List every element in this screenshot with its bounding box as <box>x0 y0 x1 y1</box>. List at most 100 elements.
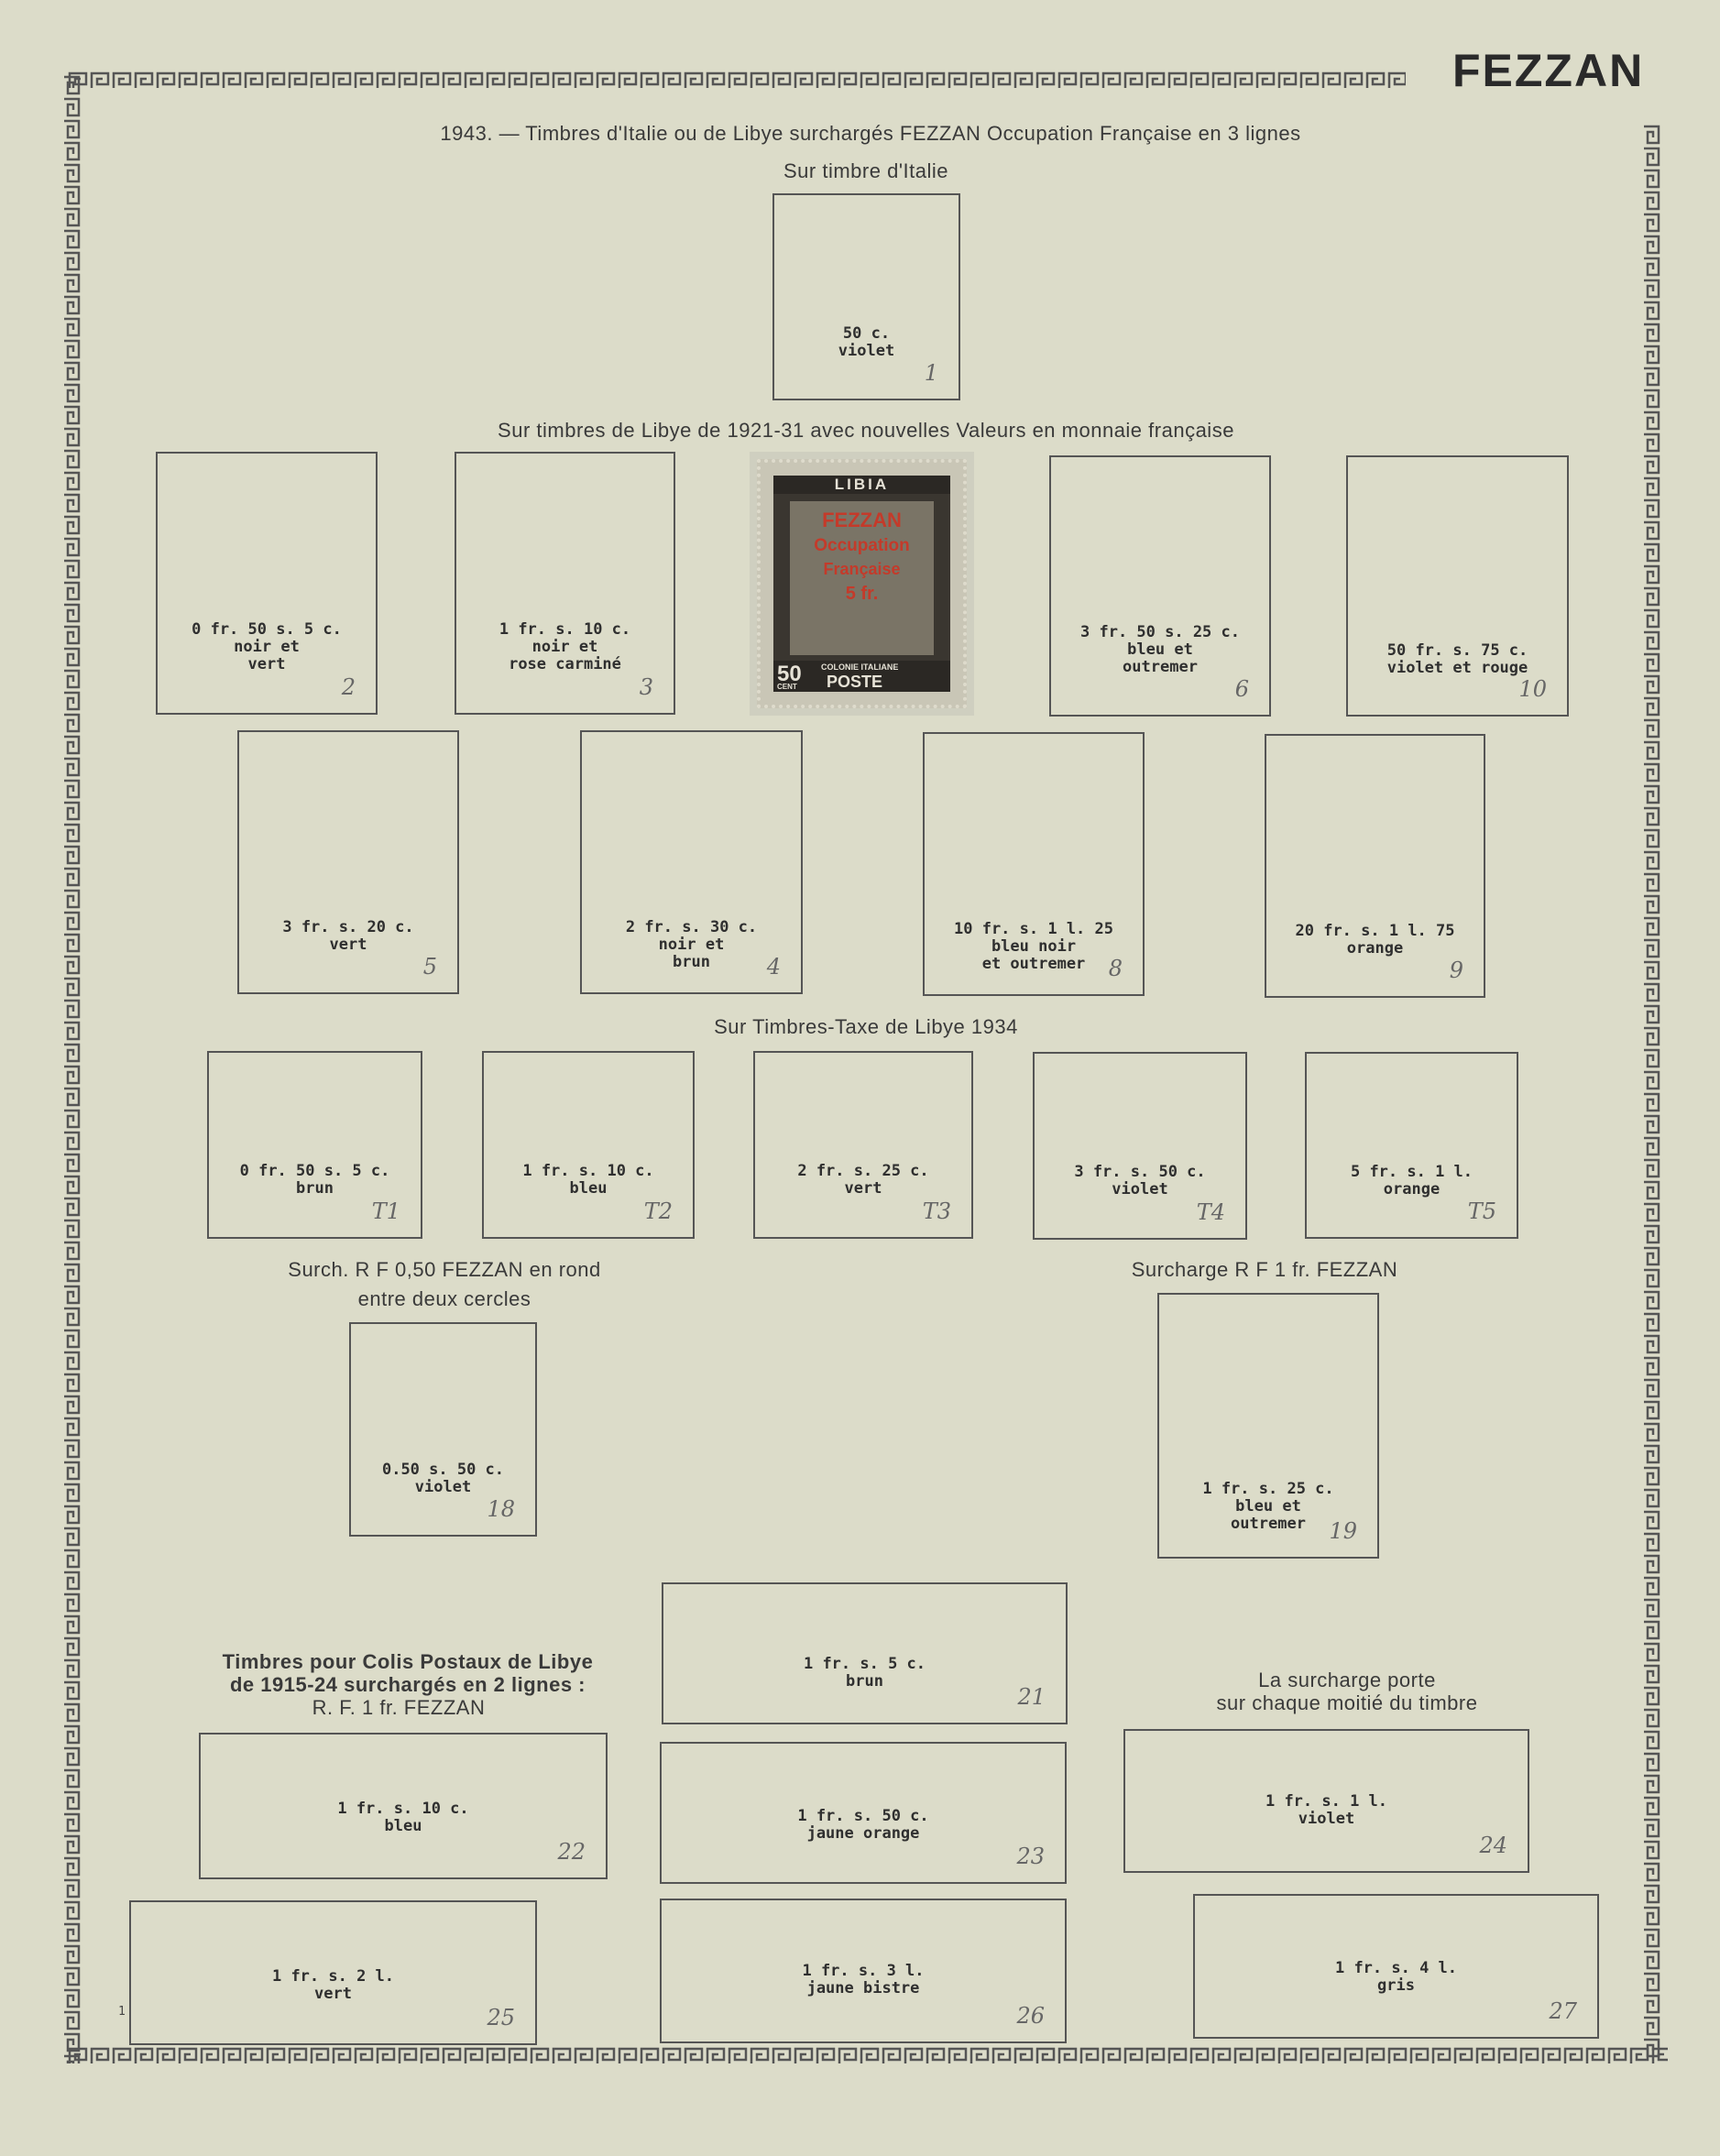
slot-number: 8 <box>1108 956 1123 981</box>
caption-timbres-taxe: Sur Timbres-Taxe de Libye 1934 <box>714 1015 1018 1038</box>
slot-number: T2 <box>643 1198 673 1224</box>
slot-value: 20 fr. s. 1 l. 75 <box>1295 922 1455 940</box>
slot-value: 1 fr. s. 10 c. <box>337 1800 469 1818</box>
stamp-slot-t2: 1 fr. s. 10 c.bleu T2 <box>482 1051 695 1239</box>
slot-color: vert <box>314 1985 352 2003</box>
stamp-slot-23: 1 fr. s. 50 c.jaune orange 23 <box>660 1742 1067 1884</box>
slot-color: bleu <box>384 1817 422 1835</box>
stamp-slot-t5: 5 fr. s. 1 l.orange T5 <box>1305 1052 1518 1239</box>
stamp-poste: POSTE <box>827 673 883 691</box>
overprint-fezzan: FEZZAN <box>822 509 902 531</box>
stamp-slot-5: 3 fr. s. 20 c.vert 5 <box>237 730 459 994</box>
slot-value: 0.50 s. 50 c. <box>381 1461 505 1479</box>
overprint-occupation: Occupation <box>814 536 910 555</box>
slot-color: et outremer <box>981 955 1086 973</box>
caption-moitie-line1: La surcharge porte <box>1258 1669 1436 1691</box>
slot-value: 50 c. <box>842 324 891 343</box>
slot-value: 1 fr. s. 10 c. <box>498 620 631 639</box>
stamp-slot-18: 0.50 s. 50 c.violet 18 <box>349 1322 537 1537</box>
slot-color: rose carminé <box>509 655 621 673</box>
slot-number: 25 <box>487 2005 515 2030</box>
slot-value: 1 fr. s. 5 c. <box>803 1655 926 1673</box>
slot-number: T3 <box>922 1198 951 1224</box>
slot-number: 26 <box>1016 2003 1045 2029</box>
caption-surcharge-rf-1fr: Surcharge R F 1 fr. FEZZAN <box>1131 1258 1398 1281</box>
slot-color: bleu noir <box>991 937 1077 956</box>
stamp-slot-26: 1 fr. s. 3 l.jaune bistre 26 <box>660 1899 1067 2043</box>
caption-sur-timbre-italie: Sur timbre d'Italie <box>783 159 948 182</box>
slot-number: 22 <box>557 1839 586 1865</box>
slot-value: 1 fr. s. 50 c. <box>797 1807 929 1825</box>
stamp-slot-t1: 0 fr. 50 s. 5 c.brun T1 <box>207 1051 422 1239</box>
slot-value: 1 fr. s. 4 l. <box>1334 1959 1458 1977</box>
stamp-vignette <box>790 501 934 655</box>
slot-color: violet <box>1112 1180 1168 1198</box>
caption-colis-line3: R. F. 1 fr. FEZZAN <box>312 1696 486 1719</box>
slot-color: brun <box>296 1179 334 1198</box>
slot-value: 1 fr. s. 3 l. <box>802 1962 925 1980</box>
slot-number: 19 <box>1329 1518 1357 1544</box>
overprint-value: 5 fr. <box>845 584 879 604</box>
slot-color: vert <box>247 655 286 673</box>
slot-color: violet <box>414 1478 472 1496</box>
page-title: FEZZAN <box>1452 45 1645 96</box>
slot-value: 1 fr. s. 2 l. <box>271 1967 395 1986</box>
stamp-cent: CENT <box>777 683 797 691</box>
slot-number: 23 <box>1016 1844 1045 1869</box>
slot-value: 1 fr. s. 1 l. <box>1265 1792 1388 1811</box>
slot-color: vert <box>844 1179 882 1198</box>
stamp-bottom-band: 50 CENT COLONIE ITALIANE POSTE <box>773 661 950 692</box>
slot-number: 18 <box>487 1496 515 1522</box>
slot-color: bleu et <box>1235 1497 1301 1516</box>
stamp-colonie: COLONIE ITALIANE <box>821 662 899 672</box>
slot-color: violet <box>838 342 895 360</box>
slot-number: 27 <box>1549 1998 1577 2024</box>
slot-color: vert <box>329 936 367 954</box>
greek-key-border-left <box>60 75 84 2063</box>
slot-value: 1 fr. s. 25 c. <box>1202 1480 1334 1498</box>
header-caption: 1943. — Timbres d'Italie ou de Libye sur… <box>440 122 1301 145</box>
slot-number: 6 <box>1234 676 1249 702</box>
slot-color: bleu <box>569 1179 608 1198</box>
slot-value: 2 fr. s. 25 c. <box>797 1162 929 1180</box>
slot-number: 9 <box>1449 958 1463 983</box>
stamp-slot-21: 1 fr. s. 5 c.brun 21 <box>662 1582 1068 1724</box>
slot-color: brun <box>846 1672 883 1691</box>
slot-value: 10 fr. s. 1 l. 25 <box>954 920 1113 938</box>
slot-number: 3 <box>639 674 653 700</box>
mounted-stamp-libia-fezzan: LIBIA FEZZAN Occupation Française 5 fr. … <box>750 452 974 716</box>
slot-color: jaune orange <box>806 1824 920 1843</box>
slot-color: noir et <box>234 638 300 656</box>
caption-surch-rond-line2: entre deux cercles <box>357 1287 531 1310</box>
slot-color: noir et <box>658 936 725 954</box>
caption-colis-line1: Timbres pour Colis Postaux de Libye <box>222 1650 594 1673</box>
slot-color: outremer <box>1123 658 1198 676</box>
caption-sur-timbres-libye: Sur timbres de Libye de 1921-31 avec nou… <box>498 419 1234 442</box>
slot-number: 24 <box>1479 1833 1507 1858</box>
greek-key-border-right <box>1640 125 1664 2058</box>
slot-color: jaune bistre <box>806 1979 920 1997</box>
slot-color: orange <box>1346 939 1404 958</box>
footer-mark: 1 <box>118 2005 126 2019</box>
slot-value: 3 fr. s. 20 c. <box>282 918 414 936</box>
slot-color: bleu et <box>1127 640 1193 659</box>
slot-value: 3 fr. 50 s. 25 c. <box>1080 623 1240 641</box>
slot-number: 21 <box>1017 1684 1046 1710</box>
overprint-francaise: Française <box>823 560 901 578</box>
caption-surch-rond-line1: Surch. R F 0,50 FEZZAN en rond <box>288 1258 601 1281</box>
stamp-slot-24: 1 fr. s. 1 l.violet 24 <box>1123 1729 1529 1873</box>
stamp-design <box>773 476 950 692</box>
stamp-slot-27: 1 fr. s. 4 l.gris 27 <box>1193 1894 1599 2039</box>
slot-color: violet <box>1298 1810 1355 1828</box>
slot-number: 5 <box>422 954 437 980</box>
slot-color: brun <box>673 953 710 971</box>
caption-colis-line2: de 1915-24 surchargés en 2 lignes : <box>229 1673 586 1696</box>
stamp-slot-25: 1 fr. s. 2 l.vert 25 <box>129 1900 537 2045</box>
